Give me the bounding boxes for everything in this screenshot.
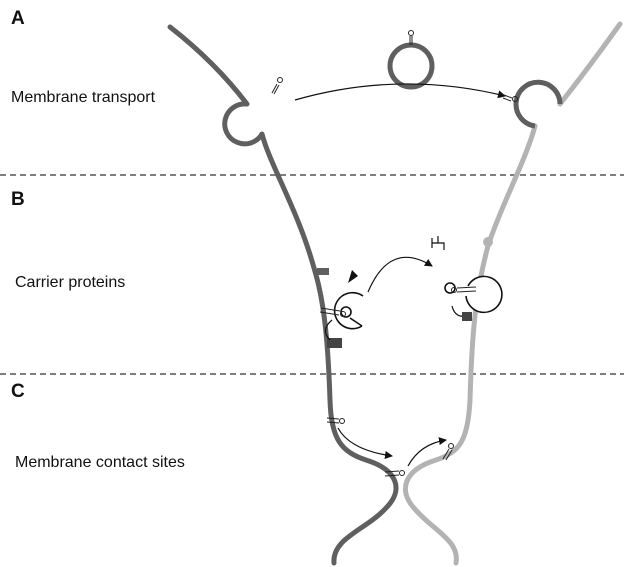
left-membrane xyxy=(167,24,399,566)
carrier-left-tether xyxy=(324,319,333,341)
carrier-shuttle-arrow xyxy=(367,256,433,293)
lipid-at-contact xyxy=(384,470,405,477)
carrier-left-flag xyxy=(348,270,358,283)
right-membrane-tab xyxy=(462,312,472,321)
lipid-on-left-vesicle xyxy=(271,77,283,95)
contact-transfer-arrow-1 xyxy=(337,427,393,459)
lipid-contact-left xyxy=(326,417,345,424)
lipid-in-carrier-right xyxy=(451,286,477,293)
panel-c-letter: C xyxy=(11,381,25,402)
contact-transfer-arrow-2 xyxy=(407,437,447,467)
panel-a-label: Membrane transport xyxy=(11,89,156,106)
right-membrane xyxy=(402,21,623,566)
right-membrane-knob xyxy=(483,237,493,247)
panel-b-letter: B xyxy=(11,189,25,210)
lipid-on-right-vesicle xyxy=(502,94,518,102)
lipid-contact-right xyxy=(442,443,454,461)
right-fusing-vesicle xyxy=(513,79,563,129)
panel-a-letter: A xyxy=(11,8,25,29)
left-membrane-tab-upper xyxy=(317,268,329,275)
left-membrane-tab-lower xyxy=(327,338,342,348)
left-budding-vesicle xyxy=(222,101,265,147)
panel-c-label: Membrane contact sites xyxy=(15,454,185,471)
lipid-in-vesicle xyxy=(408,30,414,45)
panel-b-label: Carrier proteins xyxy=(15,274,126,291)
vesicle-transport-arrow xyxy=(294,83,506,101)
transport-vesicle xyxy=(387,42,435,90)
carrier-right-handle xyxy=(431,236,445,250)
lipid-in-carrier-left xyxy=(319,307,346,317)
carrier-protein-right xyxy=(444,275,503,314)
